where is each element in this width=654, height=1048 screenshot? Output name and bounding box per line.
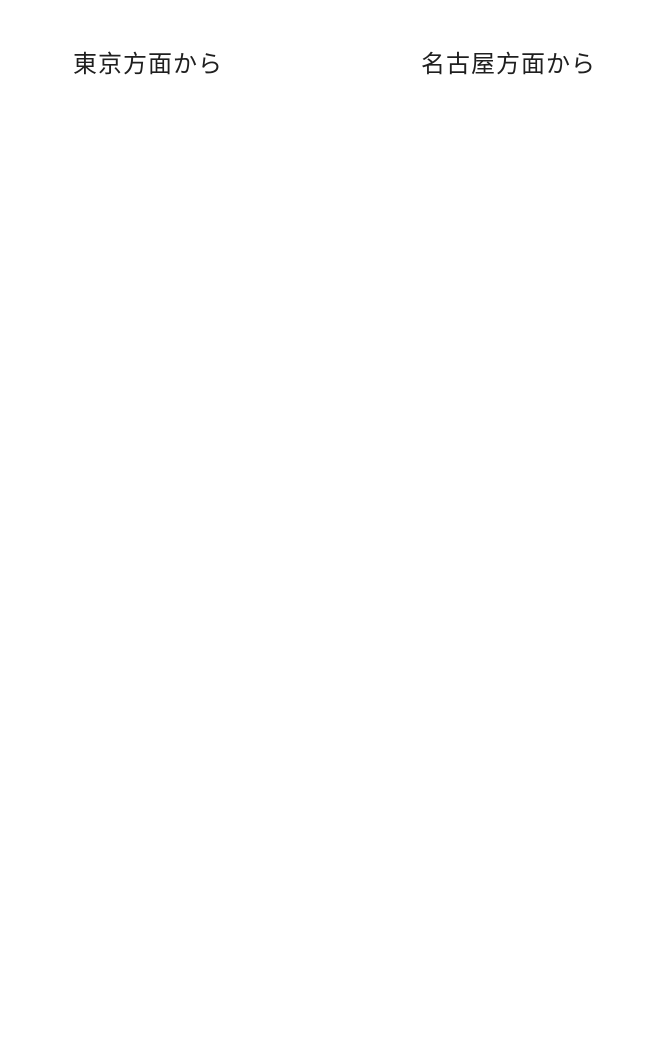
direction-tabs: 東京方面から 名古屋方面から (0, 46, 654, 82)
tab-from-tokyo[interactable]: 東京方面から (73, 50, 223, 78)
tab-from-nagoya[interactable]: 名古屋方面から (421, 50, 596, 78)
content-area (0, 100, 654, 1048)
